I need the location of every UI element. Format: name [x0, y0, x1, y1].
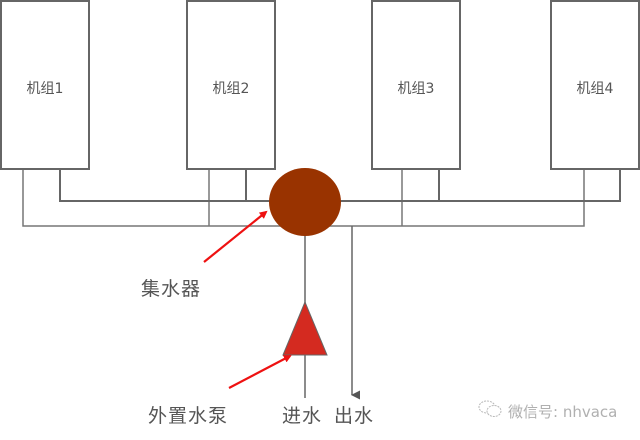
unit-box-2: [186, 0, 276, 170]
pump-callout-arrow: [228, 355, 292, 389]
unit-box-4: [550, 0, 640, 170]
collector-label: 集水器: [141, 278, 202, 300]
unit-label-1: 机组1: [26, 81, 64, 97]
outlet-label: 出水: [334, 405, 375, 427]
pump-label: 外置水泵: [148, 405, 229, 427]
watermark-text: 微信号: nhvaca: [508, 402, 618, 421]
unit-label-4: 机组4: [576, 81, 614, 97]
pump-triangle: [282, 300, 328, 356]
unit-box-1: [0, 0, 90, 170]
collector-callout-arrow: [203, 210, 268, 263]
unit-label-3: 机组3: [397, 81, 435, 97]
unit-label-2: 机组2: [212, 81, 250, 97]
unit-box-3: [371, 0, 461, 170]
collector-circle: [269, 168, 341, 236]
wechat-icon: [478, 400, 502, 422]
watermark: 微信号: nhvaca: [478, 400, 617, 422]
inlet-label: 进水: [282, 405, 323, 427]
